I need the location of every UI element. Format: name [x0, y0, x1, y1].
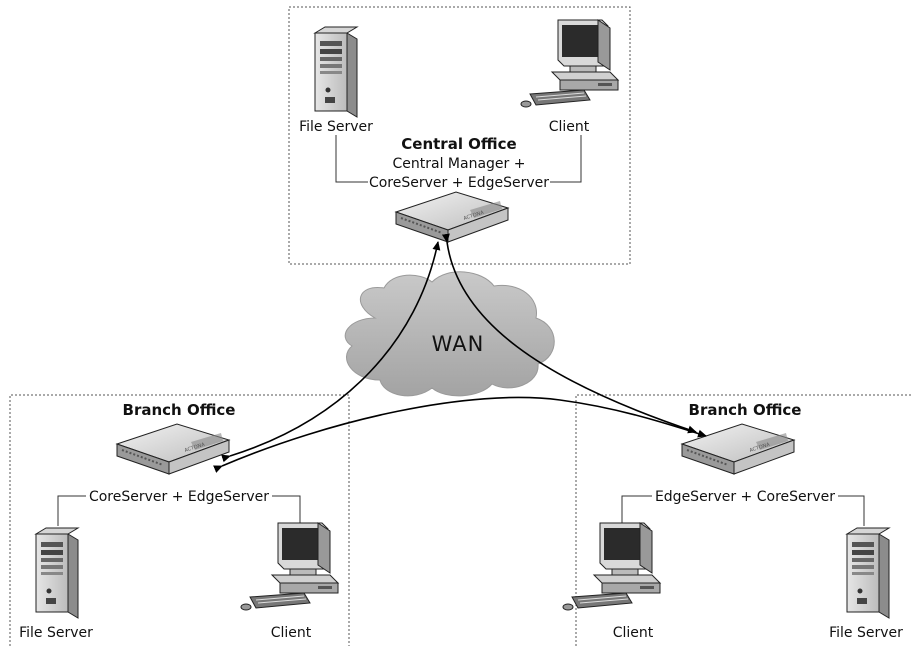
branch-right-title: Branch Office	[689, 401, 802, 419]
central-client-icon	[520, 19, 619, 108]
branch-right-file-server-label: File Server	[829, 625, 903, 641]
central-role-line1: Central Manager +	[393, 156, 526, 172]
central-file-server-label: File Server	[299, 119, 373, 135]
central-client-label: Client	[549, 119, 590, 135]
branch-right-connector-lines	[621, 495, 865, 530]
branch-left-client-icon	[240, 522, 339, 611]
branch-left-appliance-icon	[116, 423, 230, 475]
arrow-central-to-right-branch	[441, 233, 697, 434]
branch-left-connector-lines	[57, 495, 301, 530]
branch-left-file-server-icon	[35, 527, 79, 619]
central-file-server-icon	[314, 26, 358, 118]
arrow-left-to-right-branch	[213, 396, 707, 473]
branch-left-title: Branch Office	[123, 401, 236, 419]
branch-right-file-server-icon	[846, 527, 890, 619]
central-role-line2: CoreServer + EdgeServer	[369, 175, 549, 191]
branch-right-role: EdgeServer + CoreServer	[655, 489, 835, 505]
wan-label: WAN	[432, 332, 485, 356]
central-office-title: Central Office	[401, 135, 516, 153]
central-connector-lines	[335, 135, 582, 183]
branch-left-boundary	[9, 394, 350, 646]
branch-left-file-server-label: File Server	[19, 625, 93, 641]
branch-right-client-label: Client	[613, 625, 654, 641]
branch-left-client-label: Client	[271, 625, 312, 641]
central-appliance-icon	[395, 191, 509, 243]
wan-connection-arrows	[213, 233, 707, 473]
branch-right-appliance-icon	[681, 423, 795, 475]
branch-left-role: CoreServer + EdgeServer	[89, 489, 269, 505]
branch-right-client-icon	[562, 522, 661, 611]
